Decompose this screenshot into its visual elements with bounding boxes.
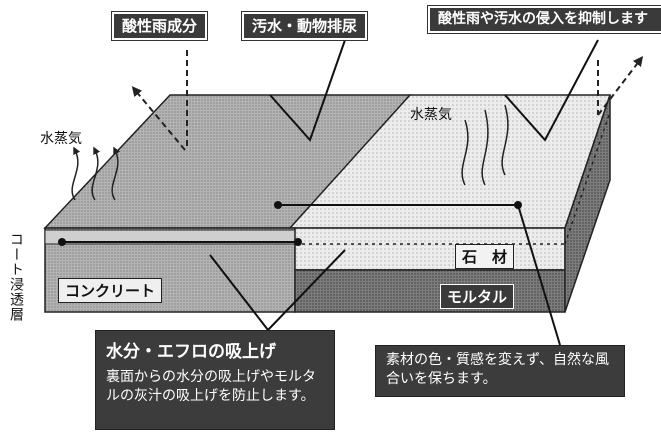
slab-side-face [564, 94, 611, 313]
label-acid-rain: 酸性雨成分 [110, 11, 209, 41]
callout-moisture-title: 水分・エフロの吸上げ [106, 342, 276, 362]
label-coat-layer: コート浸透層 [8, 232, 24, 322]
callout-moisture: 水分・エフロの吸上げ 裏面からの水分の吸上げやモルタルの灰汁の吸上げを防止します… [95, 330, 335, 430]
callout-appearance-body: 素材の色・質感を変えず、自然な風合いを保ちます。 [386, 352, 610, 387]
label-steam-left: 水蒸気 [40, 131, 82, 147]
label-mortar: モルタル [440, 284, 515, 309]
label-concrete: コンクリート [58, 278, 163, 303]
label-steam-right: 水蒸気 [410, 107, 452, 123]
stone-front-face [294, 227, 566, 271]
label-stone: 石 材 [455, 244, 515, 269]
label-sewage: 汚水・動物排尿 [240, 11, 369, 41]
mortar-front-face [294, 269, 566, 313]
label-prevent: 酸性雨や汚水の侵入を抑制します [427, 5, 661, 34]
callout-appearance: 素材の色・質感を変えず、自然な風合いを保ちます。 [375, 345, 625, 397]
callout-moisture-body: 裏面からの水分の吸上げやモルタルの灰汁の吸上げを防止します。 [106, 369, 316, 404]
